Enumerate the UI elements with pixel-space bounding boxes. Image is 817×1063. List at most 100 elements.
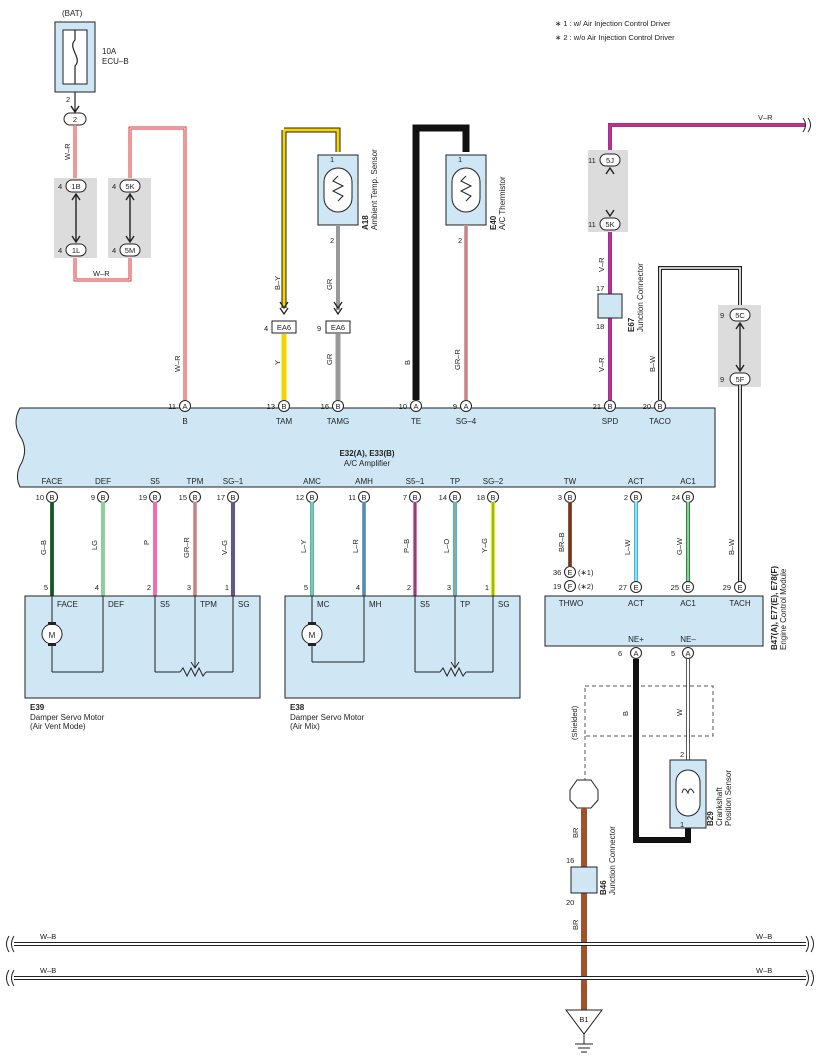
svg-text:18: 18 bbox=[477, 493, 485, 502]
wire-label-lg: LG bbox=[90, 540, 99, 550]
b46-code: B46 bbox=[599, 880, 608, 895]
connector-arrow-icon bbox=[279, 301, 289, 316]
ecm-pin: 25 E AC1 bbox=[671, 581, 696, 608]
svg-text:DEF: DEF bbox=[95, 477, 111, 486]
a18-name: Ambient Temp. Sensor bbox=[370, 149, 379, 230]
w-b-bus-2 bbox=[6, 969, 814, 987]
svg-text:21: 21 bbox=[593, 402, 601, 411]
junction-1b: 1B 4 bbox=[58, 179, 87, 193]
svg-text:E: E bbox=[737, 583, 742, 592]
svg-text:5: 5 bbox=[44, 583, 48, 592]
e40-pin-2: 2 bbox=[458, 236, 462, 245]
connector-arrow-icon bbox=[125, 192, 135, 244]
wire-label-w-r: W–R bbox=[63, 143, 72, 160]
svg-text:E: E bbox=[685, 583, 690, 592]
note-1: ∗ 1 : w/ Air Injection Control Driver bbox=[555, 19, 671, 28]
svg-text:5C: 5C bbox=[735, 311, 745, 320]
svg-text:TACH: TACH bbox=[729, 599, 750, 608]
wire-label-b-w-top: B–W bbox=[648, 355, 657, 372]
ground-icon bbox=[575, 1034, 593, 1053]
wire-label-l-r: L–R bbox=[351, 539, 360, 553]
svg-text:7: 7 bbox=[403, 493, 407, 502]
svg-text:11: 11 bbox=[588, 220, 596, 229]
junction-5m: 5M 4 bbox=[112, 243, 141, 257]
svg-text:11: 11 bbox=[348, 493, 356, 502]
svg-text:9: 9 bbox=[453, 402, 457, 411]
e38-name: Damper Servo Motor bbox=[290, 713, 365, 722]
e38-pin: 5MC bbox=[304, 583, 330, 609]
ea6-connector-left: 4 EA6 bbox=[264, 320, 297, 334]
svg-text:TPM: TPM bbox=[187, 477, 204, 486]
svg-text:FACE: FACE bbox=[42, 477, 63, 486]
break-icon bbox=[802, 117, 811, 133]
ground-code: B1 bbox=[579, 1015, 588, 1024]
b29-code: B29 bbox=[706, 811, 715, 826]
wire-label-b-te: B bbox=[403, 360, 412, 365]
svg-text:4: 4 bbox=[58, 182, 62, 191]
svg-text:1: 1 bbox=[225, 583, 229, 592]
b29-name-1: Crankshaft bbox=[715, 787, 724, 826]
svg-text:AMH: AMH bbox=[355, 477, 373, 486]
svg-text:B: B bbox=[152, 493, 157, 502]
svg-text:9: 9 bbox=[317, 324, 321, 333]
e38-pin: 3TP bbox=[447, 583, 470, 609]
fuse-icon bbox=[72, 30, 78, 84]
svg-text:3: 3 bbox=[558, 493, 562, 502]
e38-internal bbox=[311, 596, 494, 678]
svg-text:16: 16 bbox=[321, 402, 329, 411]
wire-label-b-y: B–Y bbox=[273, 276, 282, 290]
svg-text:EA6: EA6 bbox=[331, 323, 345, 332]
e67-pin-18: 18 bbox=[596, 322, 604, 331]
e39-name: Damper Servo Motor bbox=[30, 713, 105, 722]
junction-5c: 5C 9 bbox=[720, 308, 751, 322]
fuse-rating: 10A bbox=[102, 47, 117, 56]
coil-icon bbox=[681, 788, 695, 795]
wire-label-y-g: Y–G bbox=[480, 538, 489, 553]
svg-text:4: 4 bbox=[112, 246, 116, 255]
wire-label-br-low: BR bbox=[571, 919, 580, 930]
wire-label-p: P bbox=[142, 540, 151, 545]
svg-text:AC1: AC1 bbox=[680, 599, 696, 608]
svg-text:10: 10 bbox=[399, 402, 407, 411]
svg-text:FACE: FACE bbox=[57, 600, 78, 609]
thermistor-icon bbox=[459, 175, 473, 202]
svg-text:S5: S5 bbox=[150, 477, 160, 486]
svg-text:25: 25 bbox=[671, 583, 679, 592]
svg-text:TP: TP bbox=[450, 477, 460, 486]
svg-text:SG–4: SG–4 bbox=[456, 417, 477, 426]
svg-text:20: 20 bbox=[643, 402, 651, 411]
ea6-connector-right: 9 EA6 bbox=[317, 320, 351, 334]
amplifier-code: E32(A), E33(B) bbox=[339, 449, 394, 458]
svg-text:B: B bbox=[633, 493, 638, 502]
svg-text:29: 29 bbox=[723, 583, 731, 592]
svg-text:MC: MC bbox=[317, 600, 330, 609]
b46-pin-20: 20 bbox=[566, 898, 574, 907]
wire-label-g-w: G–W bbox=[675, 537, 684, 555]
wire-label-gr-top: GR bbox=[325, 278, 334, 290]
thermistor-icon bbox=[331, 175, 345, 202]
e40-pin-1: 1 bbox=[458, 155, 462, 164]
b46-junction-connector bbox=[570, 866, 598, 894]
svg-text:11: 11 bbox=[168, 402, 176, 411]
connector-arrow-icon bbox=[735, 321, 745, 373]
junction-1l: 1L 4 bbox=[58, 243, 87, 257]
wire-label-w-r-amp: W–R bbox=[173, 355, 182, 372]
junction-5k-right: 5K 11 bbox=[588, 217, 621, 231]
wire-label-l-o: L–O bbox=[442, 539, 451, 553]
wire-label-br-b: BR–B bbox=[557, 532, 566, 552]
e38-pin: 1SG bbox=[485, 583, 510, 609]
wire-label-br-top: BR bbox=[571, 827, 580, 838]
svg-text:F: F bbox=[568, 582, 573, 591]
connector-arrow-icon bbox=[70, 105, 80, 114]
svg-text:DEF: DEF bbox=[108, 600, 124, 609]
e38-code: E38 bbox=[290, 703, 305, 712]
svg-text:4: 4 bbox=[112, 182, 116, 191]
svg-text:SG: SG bbox=[238, 600, 250, 609]
